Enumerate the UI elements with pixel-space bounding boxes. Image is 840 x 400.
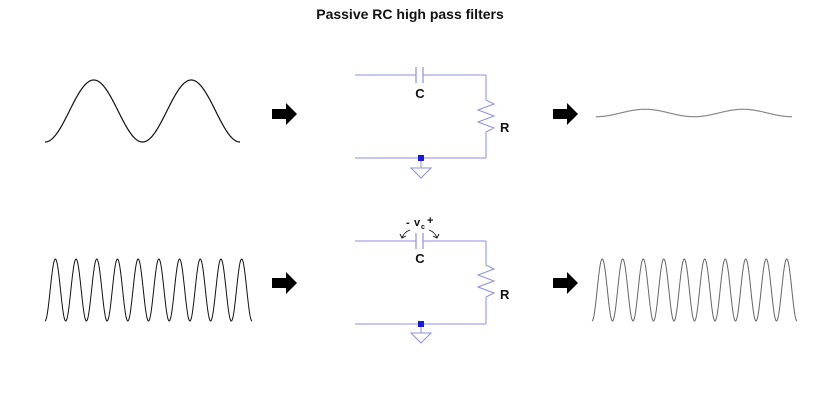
voltage-minus-sign: - xyxy=(406,217,410,229)
resistor-symbol xyxy=(476,99,496,133)
voltage-subscript: c xyxy=(421,224,425,231)
curved-arrow-left-icon xyxy=(399,229,411,239)
ground-node xyxy=(418,155,424,161)
ground-node xyxy=(418,321,424,327)
row-1: C R xyxy=(44,67,792,179)
row-2: - v c + C R xyxy=(44,215,798,344)
input-waveform-row-2 xyxy=(44,258,253,322)
voltage-symbol: v xyxy=(414,217,421,229)
capacitor-label: C xyxy=(415,86,425,101)
resistor-label: R xyxy=(500,287,510,302)
arrow-right-icon xyxy=(553,272,578,294)
voltage-plus-sign: + xyxy=(427,215,433,227)
curved-arrow-right-icon xyxy=(428,229,440,239)
input-waveform-row-1 xyxy=(44,79,241,143)
arrow-right-icon xyxy=(553,103,578,125)
diagram-title: Passive RC high pass filters xyxy=(316,6,504,22)
ground-icon xyxy=(409,167,433,179)
arrow-right-icon xyxy=(272,272,297,294)
ground-icon xyxy=(409,332,433,344)
output-waveform-row-2 xyxy=(591,258,798,322)
arrow-right-icon xyxy=(272,103,297,125)
rc-circuit-row-1: C R xyxy=(355,67,510,179)
resistor-label: R xyxy=(500,120,510,135)
rc-circuit-row-2: - v c + C R xyxy=(355,215,510,344)
resistor-symbol xyxy=(476,264,496,298)
output-waveform-row-1 xyxy=(596,108,792,118)
capacitor-voltage-annotation: - v c + xyxy=(399,215,440,239)
capacitor-label: C xyxy=(415,251,425,266)
